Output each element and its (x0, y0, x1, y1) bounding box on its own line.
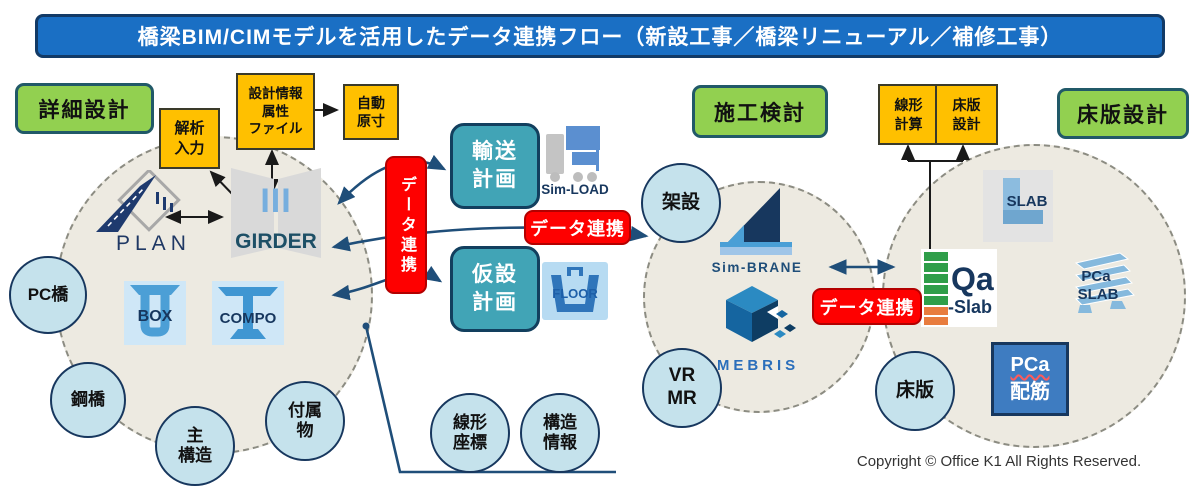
pca-slab-label-2: SLAB (1078, 286, 1119, 303)
slab-l-shape-icon (1003, 178, 1043, 224)
phase-deck-design: 床版設計 (1057, 88, 1189, 139)
stacked-slabs-icon (1074, 252, 1136, 313)
mebris-logo: MEBRIS (717, 282, 798, 379)
box-girder-icon (130, 285, 180, 337)
pca-slab-logo: PCa SLAB (1060, 247, 1140, 336)
girder-logo: III GIRDER (228, 166, 324, 265)
girder-book-icon (231, 168, 321, 258)
bar-chart-icon (924, 252, 948, 325)
cube-blocks-icon (726, 286, 796, 342)
copyright-text: Copyright © Office K1 All Rights Reserve… (856, 453, 1142, 470)
girder-numeral-label: III (260, 182, 291, 220)
pca-slab-label-1: PCa (1081, 268, 1111, 285)
process-deck-calc: 床版 設計 (935, 84, 998, 145)
sim-load-logo: Sim-LOAD (540, 120, 610, 201)
circle-deck: 床版 (875, 351, 955, 431)
phase-detail-design: 詳細設計 (15, 83, 154, 134)
box-logo-label: BOX (138, 308, 173, 325)
circle-main-structure: 主 構造 (155, 406, 235, 486)
circle-vr-mr: VR MR (642, 348, 722, 428)
pca-rebar-label-2: 配筋 (1010, 381, 1050, 403)
slab-logo: SLAB (983, 170, 1053, 247)
circle-pc-bridge: PC橋 (9, 256, 87, 334)
girder-logo-label: GIRDER (235, 230, 317, 253)
plan-logo: PLAN (86, 168, 221, 259)
floor-label: FLOOR (552, 286, 598, 301)
plan-logo-label: PLAN (116, 232, 191, 254)
pca-rebar-box: PCa 配筋 (991, 342, 1069, 416)
process-auto-full-scale: 自動 原寸 (343, 84, 399, 140)
box-logo: BOX (124, 281, 186, 350)
sim-brane-logo: Sim-BRANE (710, 180, 805, 281)
page-title: 橋梁BIM/CIMモデルを活用したデータ連携フロー（新設工事／橋梁リニューアル／… (35, 14, 1165, 58)
process-alignment-calc: 線形 計算 (878, 84, 939, 145)
circle-erection: 架設 (641, 163, 721, 243)
circle-structure-info: 構造 情報 (520, 393, 600, 473)
sim-load-label: Sim-LOAD (541, 182, 609, 196)
plan-temporary: 仮設 計画 (450, 246, 540, 332)
slab-label: SLAB (1007, 193, 1048, 210)
pca-rebar-label-1: PCa (1010, 354, 1050, 376)
floor-logo: FLOOR (542, 262, 608, 325)
qa-label: Qa (951, 261, 994, 297)
formwork-trough-icon (551, 267, 599, 312)
compo-logo-label: COMPO (220, 310, 277, 327)
circle-accessories: 付属 物 (265, 381, 345, 461)
i-beam-icon (218, 287, 278, 339)
qa-slab-logo: Qa -Slab (921, 249, 997, 332)
data-link-center: データ連携 (524, 210, 631, 245)
process-analysis-input: 解析 入力 (159, 108, 220, 169)
erection-crane-icon (720, 188, 792, 255)
plan-transport: 輸送 計画 (450, 123, 540, 209)
data-link-right: データ連携 (812, 288, 922, 325)
transport-truck-icon (546, 126, 600, 182)
sim-brane-label: Sim-BRANE (712, 260, 803, 275)
mebris-label: MEBRIS (718, 357, 798, 374)
compo-logo: COMPO (212, 281, 284, 350)
circle-steel-bridge: 鋼橋 (50, 362, 126, 438)
qa-slab-suffix-label: -Slab (948, 297, 992, 317)
process-design-attr-file: 設計情報 属性 ファイル (236, 73, 315, 150)
road-diamond-icon (96, 168, 181, 232)
circle-alignment-coords: 線形 座標 (430, 393, 510, 473)
data-link-left: データ連携 (385, 156, 427, 294)
phase-construction-study: 施工検討 (692, 85, 828, 138)
